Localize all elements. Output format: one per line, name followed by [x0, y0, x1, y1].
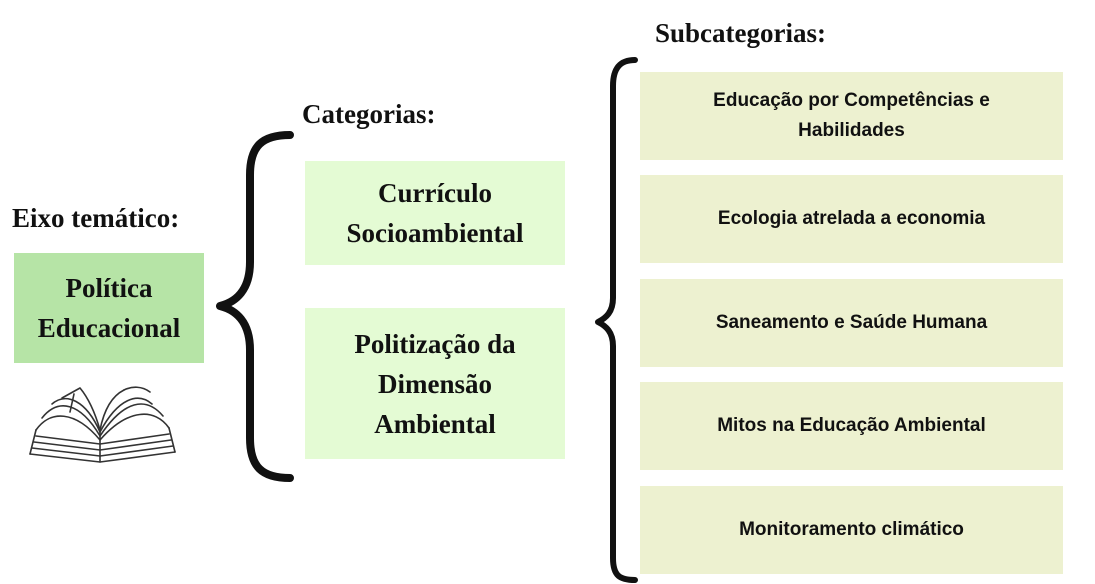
subcategory-label: Ecologia atrelada a economia — [717, 208, 986, 229]
subcategory-line: Educação por Competências e — [713, 90, 990, 111]
category-line: Ambiental — [374, 408, 496, 439]
subcategorias-heading: Subcategorias: — [655, 18, 826, 48]
subcategory-label: Monitoramento climático — [739, 519, 964, 540]
subcategory-line: Habilidades — [798, 120, 905, 141]
eixo-box-line1: Política — [65, 273, 153, 303]
categorias-heading: Categorias: — [302, 99, 436, 129]
subcategory-label: Mitos na Educação Ambiental — [717, 415, 986, 436]
category-line: Dimensão — [377, 368, 492, 399]
subcategory-box-competencias: Educação por Competências e Habilidades — [640, 72, 1063, 160]
open-book-icon — [29, 386, 176, 463]
curly-brace-icon — [595, 57, 638, 583]
category-box-curriculo: Currículo Socioambiental — [305, 161, 565, 265]
category-line: Currículo — [377, 178, 492, 208]
category-line: Socioambiental — [346, 218, 524, 248]
curly-brace-icon — [216, 131, 294, 482]
eixo-box-line2: Educacional — [37, 313, 181, 343]
subcategory-box-saneamento: Saneamento e Saúde Humana — [640, 279, 1063, 367]
category-box-politizacao: Politização da Dimensão Ambiental — [305, 308, 565, 459]
subcategory-box-monitoramento: Monitoramento climático — [640, 486, 1063, 574]
eixo-heading: Eixo temático: — [12, 203, 180, 233]
subcategory-label: Saneamento e Saúde Humana — [715, 312, 988, 333]
subcategory-box-ecologia: Ecologia atrelada a economia — [640, 175, 1063, 263]
subcategory-box-mitos: Mitos na Educação Ambiental — [640, 382, 1063, 470]
category-line: Politização da — [354, 328, 516, 359]
eixo-box: Política Educacional — [14, 253, 204, 363]
